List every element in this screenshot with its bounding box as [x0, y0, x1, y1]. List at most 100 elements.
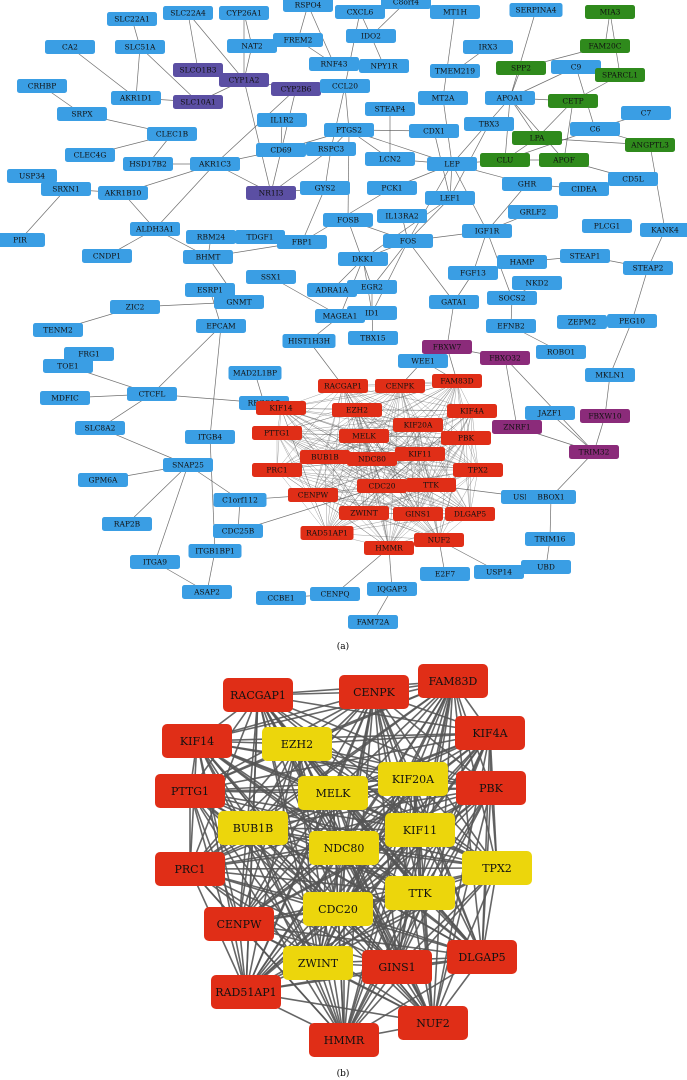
panel-a-hub-edge [469, 410, 473, 515]
panel-a-node-label: USP34 [19, 172, 45, 181]
panel-a-node-label: NKD2 [526, 279, 549, 288]
panel-a-node-steap2: STEAP2 [623, 261, 673, 275]
panel-a-node-kif14: KIF14 [256, 401, 306, 415]
panel-a-node-box [487, 291, 537, 305]
panel-a-edge [486, 183, 528, 232]
panel-a-node-box [173, 95, 223, 109]
panel-a-node-box [41, 182, 91, 196]
panel-a-node-label: FBXO32 [489, 354, 521, 363]
panel-a-node-label: HSD17B2 [129, 160, 167, 169]
panel-b-node-label: CDC20 [318, 903, 358, 916]
panel-a-node-itgb4: ITGB4 [185, 430, 235, 444]
panel-a-node-label: CXCL6 [347, 8, 374, 17]
panel-a-edge [504, 357, 518, 428]
panel-a-node-box [357, 479, 407, 493]
panel-a-node-box [273, 33, 323, 47]
panel-a-node-tdgf1: TDGF1 [235, 230, 285, 244]
panel-a-node-box [539, 153, 589, 167]
panel-a-node-label: CLEC1B [156, 130, 189, 139]
panel-a-node-label: FBXW10 [588, 412, 622, 421]
panel-a-node-label: GYS2 [315, 184, 336, 193]
panel-b-node-pbk: PBK [456, 771, 526, 805]
panel-a-node-box [252, 463, 302, 477]
panel-b-edge [189, 778, 414, 870]
panel-a-node-box [585, 5, 635, 19]
panel-a-node-zwint: ZWINT [339, 506, 389, 520]
panel-a-node-fosb: FOSB [323, 213, 373, 227]
panel-a-node-label: PBK [458, 434, 475, 443]
panel-a-node-label: NPY1R [371, 62, 398, 71]
panel-a-edge [330, 85, 346, 150]
panel-a-node-adra1a: ADRA1A [307, 283, 357, 297]
panel-a-node-box [409, 124, 459, 138]
panel-a-node-label: ZWINT [350, 509, 377, 518]
panel-a-node-irx3: IRX3 [463, 40, 513, 54]
panel-a-node-label: FAM20C [589, 42, 622, 51]
panel-a-node-box [107, 12, 157, 26]
panel-a-edge [442, 11, 456, 99]
panel-a-node-box [0, 233, 45, 247]
panel-a-edge [371, 240, 409, 288]
panel-a-node-label: STEAP4 [375, 105, 406, 114]
panel-a-node-plcg1: PLCG1 [582, 219, 632, 233]
panel-a-node-label: SLC10A1 [180, 98, 216, 107]
panel-a-node-label: NAT2 [241, 42, 263, 51]
panel-a-node-epcam: EPCAM [196, 319, 246, 333]
panel-a-node-box [474, 565, 524, 579]
panel-a-node-label: MIA3 [600, 8, 621, 17]
panel-a-edge [69, 46, 137, 99]
panel-a-node-ubd: UBD [521, 560, 571, 574]
panel-a-edge [154, 464, 189, 563]
panel-b-node-box [385, 876, 455, 910]
panel-a-node-label: FGF13 [460, 269, 486, 278]
panel-a-node-box [422, 340, 472, 354]
panel-b-edge [419, 829, 434, 1024]
panel-b-node-label: PRC1 [174, 863, 205, 876]
panel-a-node-gpm6a: GPM6A [78, 473, 128, 487]
panel-a-node-label: NUF2 [428, 536, 451, 545]
panel-a-edge [509, 9, 537, 99]
panel-b-node-label: CENPK [353, 686, 395, 699]
panel-a-node-label: ITGB1BP1 [195, 547, 235, 556]
panel-a-node-box [445, 507, 495, 521]
panel-a-node-box [256, 591, 306, 605]
panel-a-node-mad2l1bp: MAD2L1BP [228, 366, 282, 380]
panel-b-edge [238, 923, 483, 958]
panel-a-edge [344, 85, 350, 131]
panel-a-node-label: DKK1 [352, 255, 374, 264]
panel-a-node-label: TRIM16 [535, 535, 566, 544]
panel-a-node-box [463, 40, 513, 54]
panel-a-node-box [300, 181, 350, 195]
panel-a-node-box [595, 68, 645, 82]
panel-a-node-robo1: ROBO1 [536, 345, 586, 359]
panel-b-node-box [418, 664, 488, 698]
panel-a-hub-edge [371, 385, 401, 460]
panel-a-node-zic2: ZIC2 [110, 300, 160, 314]
panel-a-node-fam72a: FAM72A [348, 615, 398, 629]
panel-a-node-rbm24: RBM24 [186, 230, 236, 244]
panel-a-node-sparcl1: SPARCL1 [595, 68, 645, 82]
panel-a-node-label: KIF11 [408, 450, 431, 459]
panel-a-node-label: TPX2 [468, 466, 488, 475]
panel-b-node-hmmr: HMMR [309, 1023, 379, 1057]
panel-a-node-bhmt: BHMT [183, 250, 233, 264]
panel-a-node-box [623, 261, 673, 275]
panel-a-node-box [213, 524, 263, 538]
panel-a-node-box [219, 73, 269, 87]
panel-a-node-esrp1: ESRP1 [185, 283, 235, 297]
panel-a-node-label: GRLF2 [520, 208, 547, 217]
panel-a-node-box [548, 94, 598, 108]
panel-a-node-label: BHMT [196, 253, 221, 262]
panel-b-edge [189, 868, 398, 968]
panel-b-edge [337, 787, 492, 910]
panel-a-node-label: ALDH3A1 [135, 225, 174, 234]
panel-a-node-ssx1: SSX1 [246, 270, 296, 284]
panel-b-node-label: KIF20A [392, 773, 435, 786]
panel-a-node-box [228, 366, 282, 380]
panel-a-node-label: RBM24 [197, 233, 226, 242]
panel-a-node-slco1b3: SLCO1B3 [173, 63, 223, 77]
panel-a-node-box [447, 404, 497, 418]
panel-a-node-fos: FOS [383, 234, 433, 248]
panel-a-node-box [110, 300, 160, 314]
